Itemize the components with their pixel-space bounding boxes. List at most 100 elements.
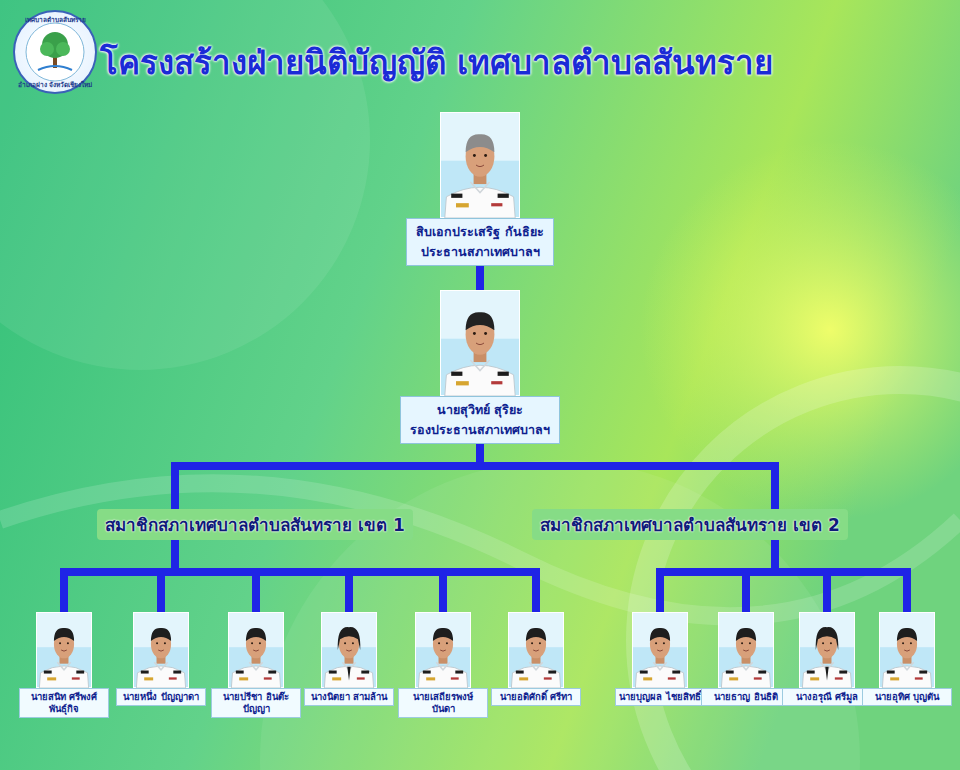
collar bbox=[436, 662, 449, 670]
eye bbox=[473, 332, 476, 335]
eye bbox=[484, 154, 487, 157]
eye bbox=[164, 642, 166, 644]
hair bbox=[736, 628, 756, 641]
eye bbox=[473, 154, 476, 157]
photo-frame bbox=[799, 612, 855, 688]
mouth bbox=[904, 650, 910, 651]
eye bbox=[352, 642, 354, 644]
name-plate: นางอรุณี ศรีมูล bbox=[782, 688, 872, 706]
eye bbox=[259, 642, 261, 644]
epaulette bbox=[329, 671, 337, 674]
eye bbox=[741, 642, 743, 644]
photo-frame bbox=[321, 612, 377, 688]
collar bbox=[57, 662, 70, 670]
member-card: นายหนึ่ง ปัญญาดา bbox=[116, 612, 206, 706]
eye bbox=[59, 642, 61, 644]
photo-frame bbox=[879, 612, 935, 688]
hair bbox=[338, 627, 361, 650]
hair bbox=[433, 628, 453, 641]
ribbon-bar bbox=[426, 677, 435, 680]
portrait-photo bbox=[36, 612, 92, 688]
person-name: นายปรีชา อินต๊ะปัญญา bbox=[215, 691, 297, 715]
name-plate: นายบุญผล ไชยสิทธิ์ bbox=[615, 688, 705, 706]
uniform bbox=[324, 666, 373, 688]
collar bbox=[900, 662, 913, 670]
portrait-photo bbox=[415, 612, 471, 688]
epaulette bbox=[451, 194, 462, 198]
epaulette bbox=[726, 671, 734, 674]
epaulette bbox=[672, 671, 680, 674]
eye bbox=[910, 642, 912, 644]
person-name: นายอุทิศ บุญตัน bbox=[866, 691, 948, 703]
uniform bbox=[802, 666, 851, 688]
portrait-photo bbox=[632, 612, 688, 688]
epaulette bbox=[548, 671, 556, 674]
chart-title: โครงสร้างฝ่ายนิติบัญญัติ เทศบาลตำบลสันทร… bbox=[100, 36, 774, 89]
member-card: นายธาญ อินธิติ bbox=[701, 612, 791, 706]
epaulette bbox=[498, 372, 509, 376]
eye bbox=[484, 332, 487, 335]
portrait-photo bbox=[133, 612, 189, 688]
name-plate: นายสุวิทย์ สุริยะรองประธานสภาเทศบาลฯ bbox=[400, 396, 560, 444]
position-title: รองประธานสภาเทศบาลฯ bbox=[409, 420, 551, 440]
portrait-photo bbox=[321, 612, 377, 688]
person-name: นายบุญผล ไชยสิทธิ์ bbox=[619, 691, 701, 703]
person-name: นายสนิท ศรีพงศ์พันธุ์กิจ bbox=[23, 691, 105, 715]
epaulette bbox=[268, 671, 276, 674]
hair bbox=[466, 134, 495, 152]
ribbon-bar bbox=[456, 203, 469, 207]
name-plate: สิบเอกประเสริฐ กันธิยะประธานสภาเทศบาลฯ bbox=[406, 218, 554, 266]
ribbon-bar bbox=[451, 677, 459, 679]
epaulette bbox=[173, 671, 181, 674]
epaulette bbox=[839, 671, 847, 674]
deco-wave bbox=[0, 483, 960, 616]
person-name: นางอรุณี ศรีมูล bbox=[786, 691, 868, 703]
ribbon-bar bbox=[754, 677, 762, 679]
org-connector bbox=[476, 266, 484, 290]
epaulette bbox=[516, 671, 524, 674]
ribbon-bar bbox=[890, 677, 899, 680]
ribbon-bar bbox=[491, 381, 502, 384]
ribbon-bar bbox=[456, 381, 469, 385]
portrait-photo bbox=[228, 612, 284, 688]
name-plate: นางนิตยา สามล้าน bbox=[304, 688, 394, 706]
eye bbox=[344, 642, 346, 644]
collar bbox=[470, 360, 489, 371]
ribbon-bar bbox=[810, 677, 819, 680]
hair bbox=[466, 312, 495, 330]
hair bbox=[650, 628, 670, 641]
tie bbox=[825, 667, 828, 681]
leader-card: นายสุวิทย์ สุริยะรองประธานสภาเทศบาลฯ bbox=[400, 290, 560, 444]
ribbon-bar bbox=[169, 677, 177, 679]
eye bbox=[446, 642, 448, 644]
photo-frame bbox=[133, 612, 189, 688]
epaulette bbox=[919, 671, 927, 674]
epaulette bbox=[361, 671, 369, 674]
person-name: นายธาญ อินธิติ bbox=[705, 691, 787, 703]
member-card: นางอรุณี ศรีมูล bbox=[782, 612, 872, 706]
name-plate: นายธาญ อินธิติ bbox=[701, 688, 791, 706]
mouth bbox=[657, 650, 663, 651]
epaulette bbox=[236, 671, 244, 674]
group-heading: สมาชิกสภาเทศบาลตำบลสันทราย เขต 2 bbox=[532, 509, 848, 540]
eye bbox=[822, 642, 824, 644]
eye bbox=[156, 642, 158, 644]
eye bbox=[830, 642, 832, 644]
ribbon-bar bbox=[264, 677, 272, 679]
portrait-photo bbox=[879, 612, 935, 688]
name-plate: นายสนิท ศรีพงศ์พันธุ์กิจ bbox=[19, 688, 109, 718]
name-plate: นายอุทิศ บุญตัน bbox=[862, 688, 952, 706]
member-card: นายเสถียรพงษ์ บันดา bbox=[398, 612, 488, 718]
portrait-photo bbox=[440, 290, 520, 396]
eye bbox=[655, 642, 657, 644]
portrait-photo bbox=[440, 112, 520, 218]
tie bbox=[347, 667, 350, 681]
ribbon-bar bbox=[519, 677, 528, 680]
mouth bbox=[743, 650, 749, 651]
epaulette bbox=[141, 671, 149, 674]
eye bbox=[438, 642, 440, 644]
ribbon-bar bbox=[915, 677, 923, 679]
eye bbox=[67, 642, 69, 644]
collar bbox=[529, 662, 542, 670]
ribbon-bar bbox=[491, 203, 502, 206]
